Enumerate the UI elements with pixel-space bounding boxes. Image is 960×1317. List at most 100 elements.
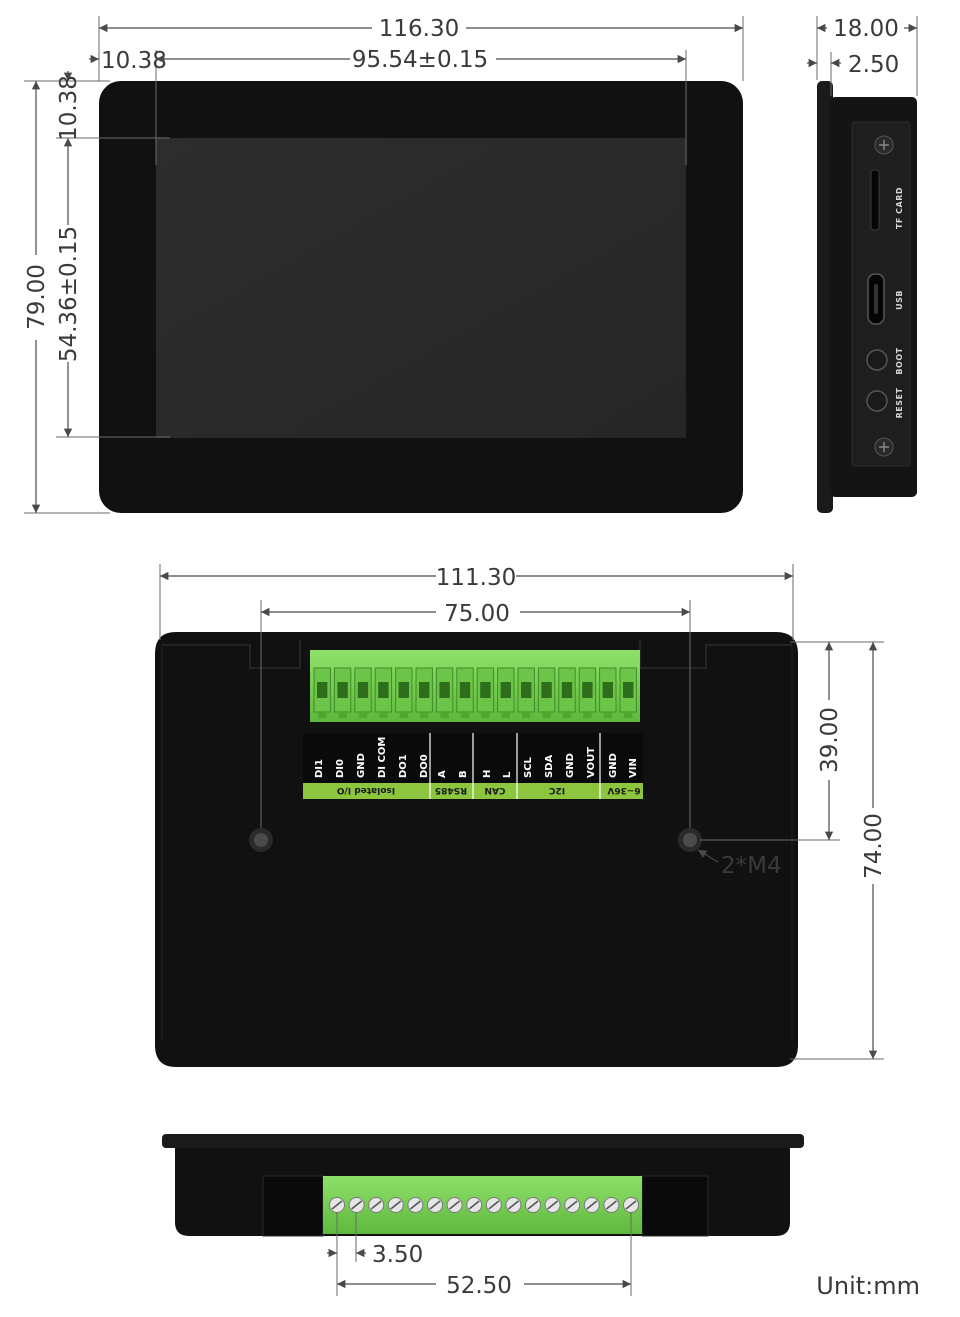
front-screen-width: 95.54±0.15: [352, 47, 488, 73]
terminal-tab: [481, 712, 490, 718]
terminal-slot: [500, 682, 511, 698]
screw-slot: [566, 1200, 578, 1210]
terminal-tab: [358, 712, 368, 718]
terminal-tab: [440, 712, 449, 718]
terminal-tab: [522, 712, 531, 718]
terminal-slot: [419, 682, 430, 698]
bottom-terminal-span: 52.50: [446, 1273, 512, 1299]
screw-slot: [370, 1200, 382, 1210]
terminal-tab: [420, 712, 429, 718]
tf-card-slot-icon: [870, 169, 880, 231]
pin-label: A: [437, 770, 448, 778]
side-bezel-depth: 2.50: [848, 52, 899, 78]
terminal-slot: [561, 682, 573, 698]
pin-label: VIN: [628, 758, 639, 778]
pin-label: DI COM: [377, 737, 388, 778]
back-hole-spacing: 75.00: [444, 601, 510, 627]
pin-label: DI1: [314, 759, 325, 778]
screw-slot: [586, 1200, 598, 1210]
pin-label: H: [482, 770, 493, 778]
front-screen-height: 54.36±0.15: [56, 226, 82, 362]
pin-label: SCL: [523, 756, 534, 778]
pin-label: SDA: [544, 754, 555, 778]
side-label-tf-card: TF CARD: [895, 187, 904, 229]
screw-slot: [488, 1200, 500, 1210]
pin-label: DI0: [335, 759, 346, 778]
terminal-slot: [357, 682, 369, 698]
side-view: TF CARD USB BOOT RESET 18.00 2.50: [807, 16, 918, 513]
front-bezel-top: 10.38: [56, 75, 82, 141]
terminal-tab: [624, 712, 633, 718]
pin-label: B: [458, 770, 469, 778]
terminal-tab: [318, 712, 327, 718]
terminal-tab: [583, 712, 592, 718]
terminal-slot: [521, 682, 532, 698]
terminal-tab: [562, 712, 572, 718]
terminal-slot: [439, 682, 450, 698]
bottom-view: 3.50 52.50: [162, 1134, 804, 1299]
screw-slot: [429, 1200, 441, 1210]
screw-slot: [409, 1200, 421, 1210]
terminal-slot: [337, 682, 348, 698]
boot-button[interactable]: [866, 349, 888, 371]
pin-label: VOUT: [586, 747, 597, 778]
terminal-tab: [603, 712, 612, 718]
side-depth: 18.00: [833, 16, 899, 42]
side-label-usb: USB: [895, 290, 904, 310]
terminal-slot: [398, 682, 409, 698]
screw-slot: [507, 1200, 519, 1210]
group-label: I2C: [548, 785, 565, 795]
terminal-pins: [313, 667, 637, 718]
screw-slot: [625, 1200, 637, 1210]
terminal-slot: [602, 682, 613, 698]
reset-button[interactable]: [866, 390, 888, 412]
back-overall-height: 74.00: [861, 813, 887, 879]
bottom-bezel: [162, 1134, 804, 1148]
terminal-slot: [459, 682, 471, 698]
screw-icon: [874, 135, 894, 155]
back-hole-label: 2*M4: [721, 853, 782, 879]
terminal-tab: [338, 712, 347, 718]
pin-label: DO0: [419, 754, 430, 778]
side-label-boot: BOOT: [895, 347, 904, 374]
pin-label: DO1: [398, 754, 409, 778]
terminal-slot: [480, 682, 491, 698]
screw-slot: [605, 1200, 617, 1210]
terminal-tab: [379, 712, 388, 718]
pin-label: GND: [608, 753, 619, 778]
front-bezel-left: 10.38: [101, 48, 167, 74]
front-overall-width: 116.30: [379, 16, 459, 42]
group-label: CAN: [484, 785, 505, 795]
screw-icon: [874, 437, 894, 457]
group-label: RS485: [435, 785, 467, 795]
unit-label: Unit:mm: [816, 1272, 920, 1300]
bottom-screws: [329, 1197, 639, 1213]
screw-slot: [527, 1200, 539, 1210]
screw-slot: [331, 1200, 343, 1210]
group-label: 6~36V: [607, 785, 640, 795]
terminal-slot: [317, 682, 328, 698]
pin-label: GND: [356, 753, 367, 778]
terminal-slot: [623, 682, 634, 698]
terminal-slot: [582, 682, 593, 698]
back-overall-width: 111.30: [436, 565, 516, 591]
back-hole-offset: 39.00: [817, 707, 843, 773]
screw-slot: [449, 1200, 461, 1210]
pin-label: GND: [565, 753, 576, 778]
side-label-reset: RESET: [895, 388, 904, 419]
terminal-tab: [542, 712, 551, 718]
pin-label: L: [502, 771, 513, 778]
screw-slot: [468, 1200, 480, 1210]
terminal-slot: [378, 682, 389, 698]
terminal-tab: [501, 712, 510, 718]
screw-slot: [390, 1200, 402, 1210]
screw-slot: [351, 1200, 363, 1210]
terminal-slot: [541, 682, 552, 698]
front-view: 116.30 10.38 95.54±0.15 79.00 10.38 54.3…: [24, 16, 744, 514]
terminal-tab: [460, 712, 470, 718]
front-screen: [156, 138, 686, 438]
